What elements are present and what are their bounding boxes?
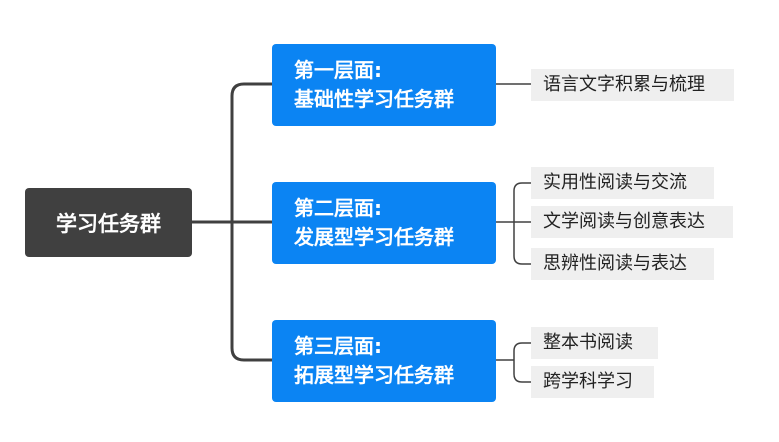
root-node: 学习任务群 [25,188,192,257]
leaf-node: 整本书阅读 [531,327,658,359]
level-3-title: 第三层面: [294,334,382,358]
level-1-title: 第一层面: [294,58,382,82]
level-node-1: 第一层面: 基础性学习任务群 [272,44,496,126]
level-2-title: 第二层面: [294,196,382,220]
leaf-node: 文学阅读与创意表达 [531,206,733,238]
leaf-node: 实用性阅读与交流 [531,167,714,199]
level-3-subtitle: 拓展型学习任务群 [294,363,454,387]
level-node-2: 第二层面: 发展型学习任务群 [272,182,496,264]
leaf-node: 语言文字积累与梳理 [531,69,734,101]
leaf-node: 思辨性阅读与表达 [531,248,714,280]
leaf-node: 跨学科学习 [531,366,654,398]
level-2-subtitle: 发展型学习任务群 [294,225,454,249]
connector-level-3-branch [513,342,531,383]
root-label: 学习任务群 [56,211,161,236]
level-1-subtitle: 基础性学习任务群 [294,87,454,111]
connector-level-2-branch [513,182,531,265]
level-node-3: 第三层面: 拓展型学习任务群 [272,320,496,402]
